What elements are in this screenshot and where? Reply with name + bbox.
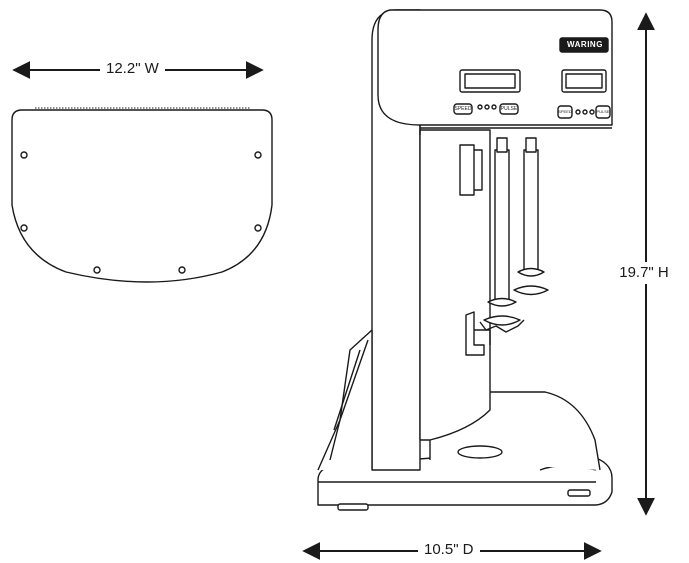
brand-logo: WARING	[567, 40, 603, 49]
footprint-top-view	[11, 107, 273, 283]
depth-label: 10.5" D	[418, 541, 480, 559]
left-speed-button-label: SPEED	[454, 106, 472, 112]
height-label: 19.7" H	[616, 262, 672, 284]
right-pulse-button-label: PULSE	[596, 109, 610, 114]
width-label: 12.2" W	[100, 60, 165, 78]
left-pulse-button-label: PULSE	[500, 106, 518, 112]
mixer-side-view	[317, 9, 613, 511]
right-speed-button-label: SPEED	[558, 109, 572, 114]
